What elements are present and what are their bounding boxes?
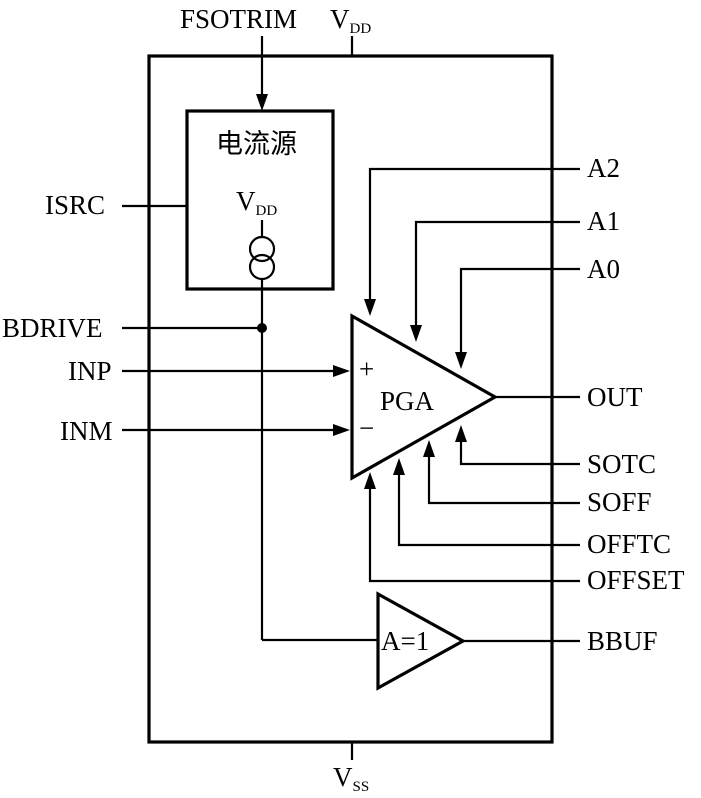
bdrive-pin-label: BDRIVE — [2, 313, 103, 343]
a2-wire — [368, 167, 580, 302]
inp-pin-label: INP — [68, 356, 112, 386]
current-source-circle-top — [248, 235, 276, 263]
sotc-pin-label: SOTC — [587, 449, 656, 479]
a0-pin-label: A0 — [587, 254, 620, 284]
offtc-pin-label: OFFTC — [587, 529, 671, 559]
offset-pin-label: OFFSET — [587, 565, 685, 595]
current-source-vdd-label: VDD — [236, 186, 277, 219]
a2-pin-label: A2 — [587, 153, 620, 183]
a2-arrow — [364, 299, 376, 316]
offset-arrow — [364, 472, 376, 489]
inp-arrow — [333, 365, 350, 377]
vdd-top-pin-label: VDD — [330, 4, 371, 37]
sotc-arrow — [455, 425, 467, 442]
current-source-circle-bottom — [248, 253, 276, 281]
soff-pin-label: SOFF — [587, 487, 652, 517]
chip-outline — [147, 54, 554, 744]
out-pin-label: OUT — [587, 382, 643, 412]
a0-wire — [459, 267, 580, 354]
inm-arrow — [333, 424, 350, 436]
buffer-amplifier — [376, 591, 467, 691]
current-source-title: 电流源 — [216, 129, 297, 160]
fsotrim-arrow — [256, 94, 268, 111]
fsotrim-pin-label: FSOTRIM — [180, 4, 297, 34]
bias-junction-dot — [257, 323, 267, 333]
pga-amplifier — [350, 313, 499, 481]
a0-arrow — [455, 352, 467, 369]
soff-arrow — [423, 440, 435, 457]
pga-plus-sign: + — [359, 354, 374, 384]
pga-minus-sign: − — [359, 413, 374, 443]
offtc-arrow — [393, 458, 405, 475]
current-source-block — [185, 109, 335, 291]
buffer-label: A=1 — [381, 626, 429, 656]
soff-wire — [427, 455, 580, 505]
a1-pin-label: A1 — [587, 206, 620, 236]
a1-arrow — [410, 325, 422, 342]
offset-wire — [368, 487, 580, 583]
isrc-pin-label: ISRC — [45, 190, 105, 220]
pga-label: PGA — [380, 386, 435, 416]
vss-pin-label: VSS — [333, 762, 369, 795]
sotc-wire — [459, 440, 580, 466]
bbuf-pin-label: BBUF — [587, 626, 658, 656]
inm-pin-label: INM — [60, 416, 113, 446]
a1-wire — [414, 220, 580, 327]
offtc-wire — [397, 473, 580, 547]
